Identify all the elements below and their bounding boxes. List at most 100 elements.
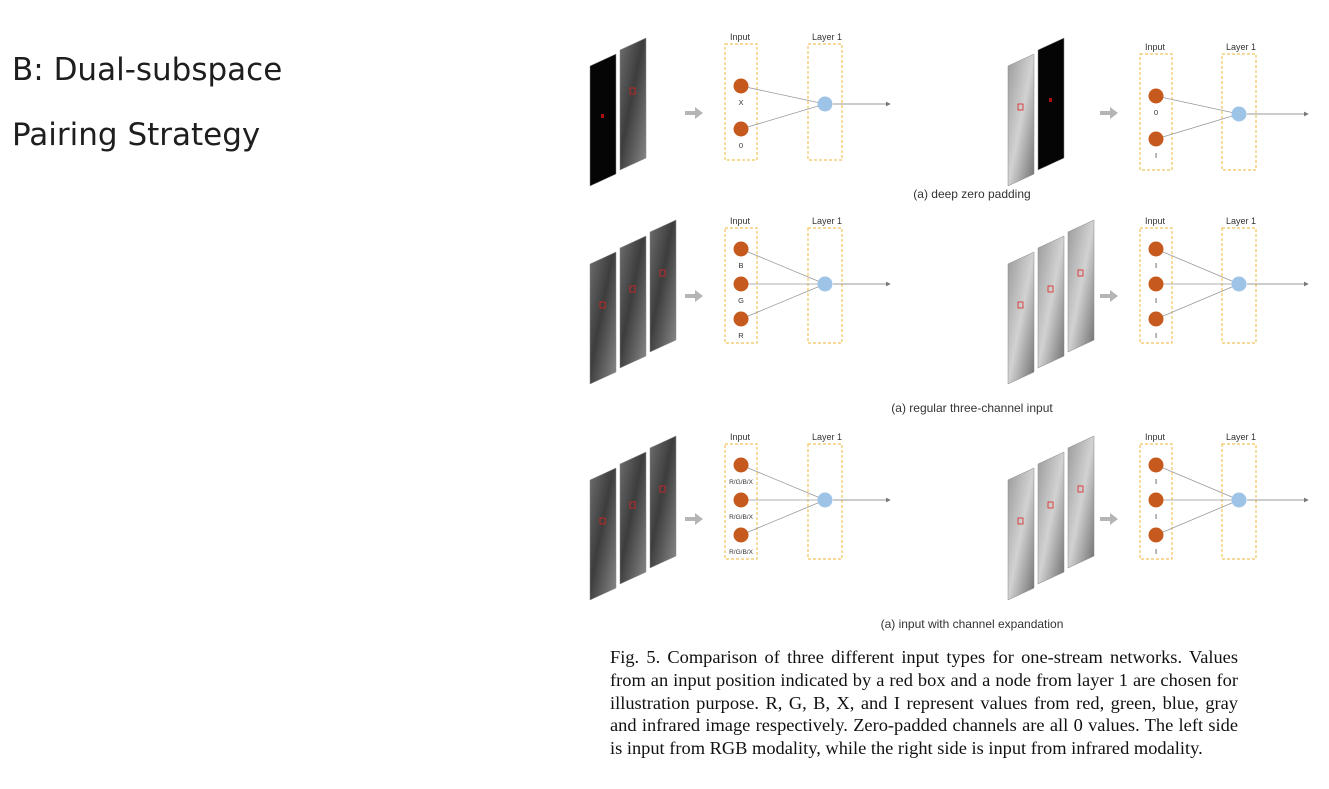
input-node-label: 0 — [1154, 108, 1158, 117]
layer1-header: Layer 1 — [1226, 432, 1256, 442]
person-image-frame — [649, 435, 677, 569]
input-layer-box — [724, 43, 758, 161]
input-node — [733, 492, 749, 508]
red-box-marker — [1049, 98, 1052, 102]
layer1-node — [817, 96, 833, 112]
red-box-marker — [659, 269, 666, 277]
transition-arrow — [685, 290, 703, 302]
input-header: Input — [730, 32, 751, 42]
panel-2-left: Input Layer 1 B G R — [589, 216, 891, 385]
input-header: Input — [730, 432, 751, 442]
layer1-node — [817, 492, 833, 508]
red-box-marker — [1077, 269, 1084, 277]
connection-line — [1155, 464, 1240, 501]
input-node — [1148, 311, 1164, 327]
connection-line — [1155, 113, 1240, 140]
person-image-frame — [619, 451, 647, 585]
connection-line — [740, 464, 826, 501]
red-box-marker — [1017, 301, 1024, 309]
input-node-label: 0 — [739, 141, 743, 150]
input-layer-box — [1139, 227, 1173, 344]
red-box-marker — [601, 114, 604, 118]
input-node-label: R/G/B/X — [729, 479, 754, 486]
layer1-box — [1221, 53, 1257, 171]
layer1-box — [807, 227, 843, 344]
connection-line — [740, 248, 826, 285]
transition-arrow — [1100, 290, 1118, 302]
person-image-frame — [1037, 451, 1065, 585]
red-box-marker — [659, 485, 666, 493]
person-image-frame — [619, 235, 647, 369]
red-box-marker — [1017, 517, 1024, 525]
input-node-label: R/G/B/X — [729, 549, 754, 556]
input-header: Input — [1145, 216, 1166, 226]
connection-line — [1155, 95, 1240, 115]
transition-arrow — [1100, 513, 1118, 525]
input-header: Input — [730, 216, 751, 226]
red-box-marker — [629, 501, 636, 509]
panel-3: Input Layer 1 R/G/B/X R/G/B/X R/G/B/X Input La… — [589, 432, 1309, 631]
person-image-frame — [1067, 219, 1095, 353]
connection-line — [740, 103, 826, 130]
panel-subtitle: (a) input with channel expandation — [881, 617, 1064, 631]
input-node-label: I — [1155, 331, 1157, 340]
panel-3-left: Input Layer 1 R/G/B/X R/G/B/X R/G/B/X — [589, 432, 891, 601]
input-node-label: I — [1155, 261, 1157, 270]
zero-padding-frame — [1037, 37, 1065, 171]
zero-padding-frame — [589, 53, 617, 187]
red-box-marker — [1077, 485, 1084, 493]
input-node — [1148, 241, 1164, 257]
input-layer-box — [724, 443, 758, 560]
layer1-header: Layer 1 — [812, 432, 842, 442]
input-layer-box — [724, 227, 758, 344]
transition-arrow — [685, 513, 703, 525]
input-node-label: I — [1155, 477, 1157, 486]
input-layer-box — [1139, 53, 1173, 171]
person-image-frame — [1067, 435, 1095, 569]
layer1-box — [807, 43, 843, 161]
input-header: Input — [1145, 42, 1166, 52]
input-node — [733, 276, 749, 292]
person-image-frame — [1007, 251, 1035, 385]
layer1-header: Layer 1 — [812, 216, 842, 226]
panel-subtitle: (a) regular three-channel input — [891, 401, 1053, 415]
slide-title-line-1: B: Dual-subspace — [12, 52, 283, 88]
input-node — [733, 241, 749, 257]
input-node-label: B — [738, 261, 743, 270]
input-node — [1148, 88, 1164, 104]
input-node — [1148, 527, 1164, 543]
input-node-label: R/G/B/X — [729, 514, 754, 521]
input-node — [1148, 457, 1164, 473]
layer1-node — [1231, 106, 1247, 122]
input-header: Input — [1145, 432, 1166, 442]
input-node — [733, 121, 749, 137]
red-box-marker — [1047, 285, 1054, 293]
connection-line — [1155, 499, 1240, 536]
person-image-frame — [589, 251, 617, 385]
person-image-frame — [1037, 235, 1065, 369]
layer1-box — [1221, 227, 1257, 344]
person-image-frame — [619, 37, 647, 171]
person-image-frame — [589, 467, 617, 601]
red-box-marker — [629, 87, 636, 95]
transition-arrow — [685, 107, 703, 119]
layer1-header: Layer 1 — [1226, 42, 1256, 52]
input-node — [733, 457, 749, 473]
input-node — [733, 527, 749, 543]
connection-line — [740, 85, 826, 105]
input-node — [733, 78, 749, 94]
input-node-label: G — [738, 296, 744, 305]
layer1-box — [807, 443, 843, 560]
layer1-node — [1231, 276, 1247, 292]
input-node-label: I — [1155, 547, 1157, 556]
input-layer-box — [1139, 443, 1173, 560]
input-node-label: R — [738, 331, 744, 340]
person-image-frame — [649, 219, 677, 353]
panel-subtitle: (a) deep zero padding — [913, 187, 1030, 201]
red-box-marker — [599, 301, 606, 309]
